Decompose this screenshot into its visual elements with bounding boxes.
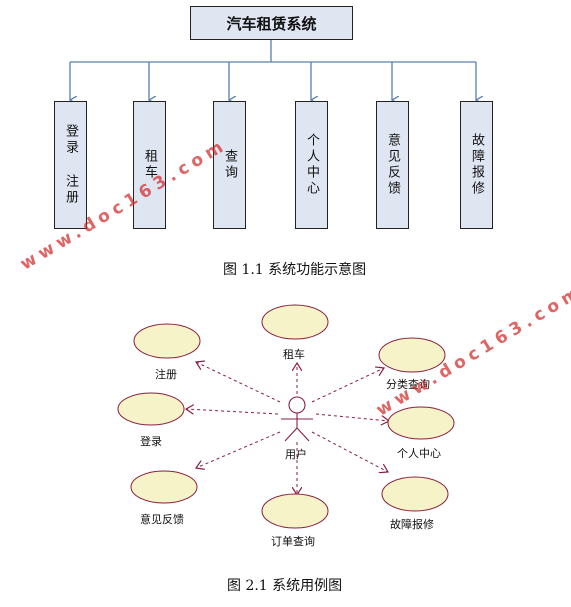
module-label-login-register: 登录 注册 [63,124,78,206]
use-case-label-order-query: 订单查询 [271,535,315,548]
module-label-fault-report: 故障报修 [469,133,484,197]
module-box-personal-center: 个人中心 [295,101,328,229]
tree-connectors [70,40,476,100]
arrow-to-register [196,362,281,403]
figure2-caption: 图 2.1 系统用例图 [227,578,343,594]
ellipse-order-query [261,493,329,529]
arrow-to-personal-center [315,413,389,421]
use-case-label-category-query: 分类查询 [386,378,430,391]
use-case-ellipses [117,304,455,529]
arrow-to-fault-report [311,431,388,472]
ellipse-feedback [130,470,198,504]
use-case-label-personal-center: 个人中心 [397,447,441,460]
use-case-label-rent: 租车 [283,348,305,361]
module-label-rent: 租车 [142,149,157,181]
module-box-rent: 租车 [133,101,166,229]
module-box-query: 查询 [213,101,246,229]
use-case-label-register: 注册 [155,368,177,381]
root-system-box: 汽车租赁系统 [190,6,353,40]
actor-label-user: 用户 [285,448,307,461]
use-case-label-fault-report: 故障报修 [390,518,434,531]
module-label-feedback: 意见反馈 [385,133,400,197]
ellipse-login [117,392,185,426]
ellipse-register [133,323,201,359]
ellipse-rent [261,304,329,340]
module-box-feedback: 意见反馈 [376,101,409,229]
ellipse-fault-report [381,476,449,512]
module-label-personal-center: 个人中心 [304,133,319,197]
arrow-to-feedback [196,431,281,468]
figure1-caption: 图 1.1 系统功能示意图 [223,262,367,278]
module-box-fault-report: 故障报修 [460,101,493,229]
arrow-to-category-query [311,368,384,403]
ellipse-personal-center [387,406,455,440]
root-system-label: 汽车租赁系统 [226,14,317,33]
module-box-login-register: 登录 注册 [54,101,87,229]
ellipse-category-query [378,337,446,373]
user-actor-icon [281,396,313,442]
module-label-query: 查询 [222,149,237,181]
use-case-label-login: 登录 [140,435,162,448]
arrow-to-login [186,409,279,415]
use-case-arrows [186,362,389,495]
use-case-label-feedback: 意见反馈 [140,513,184,526]
